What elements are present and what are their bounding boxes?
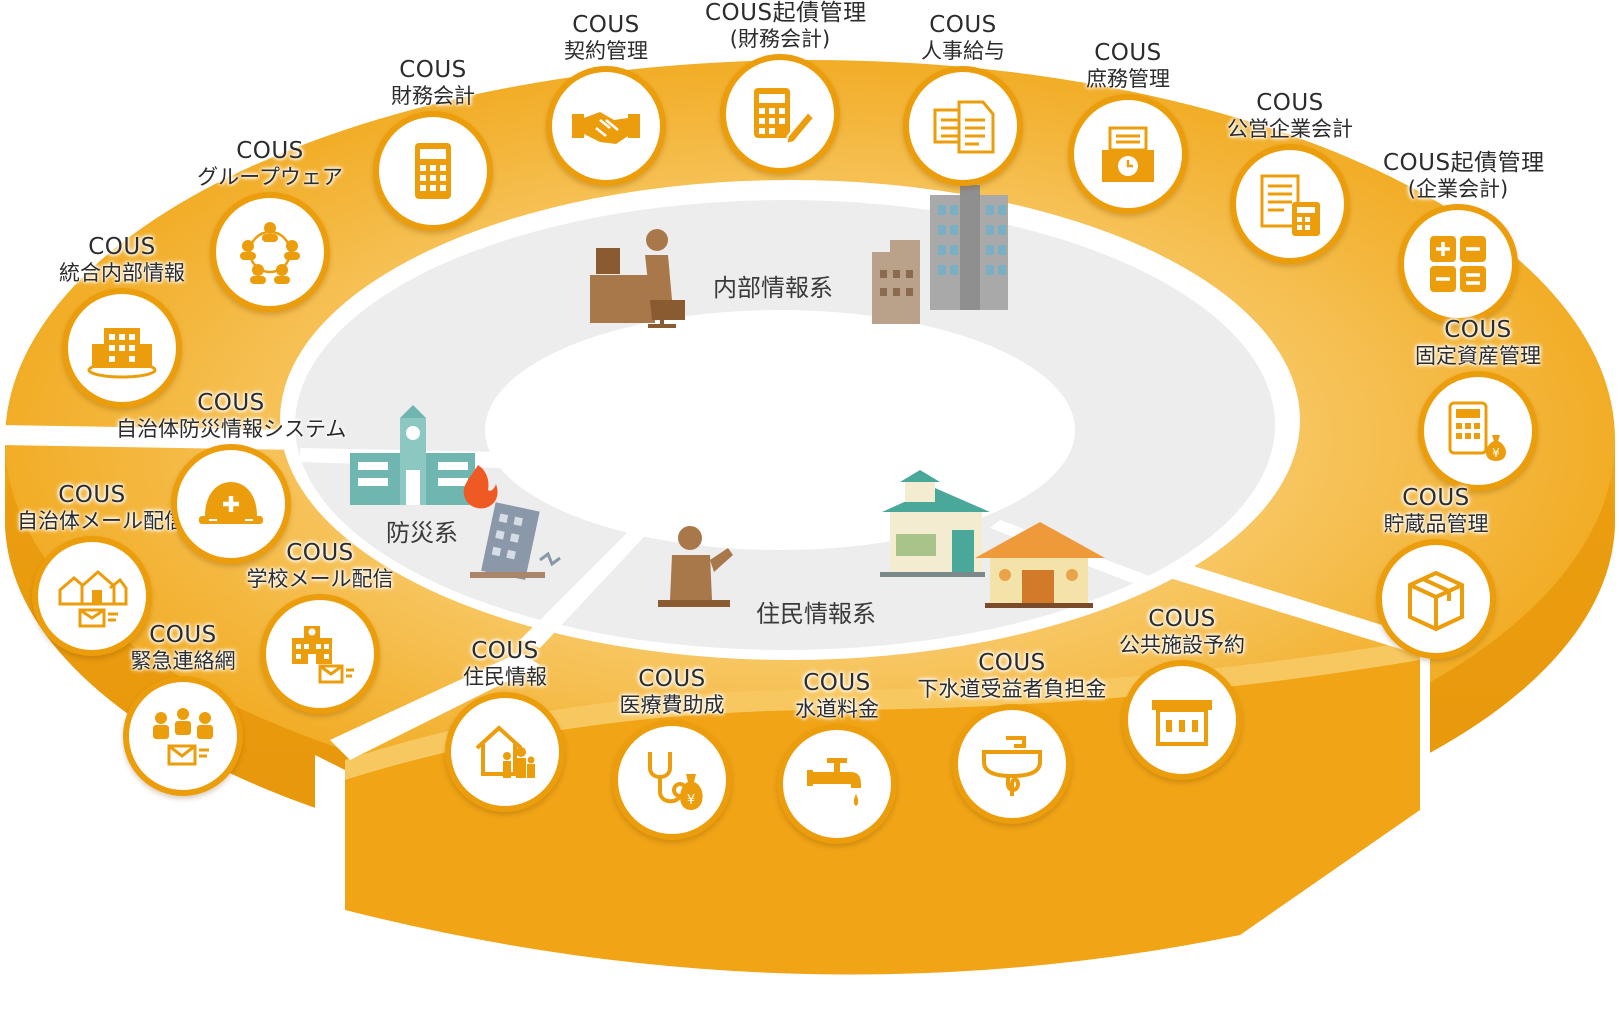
family-house-icon xyxy=(445,692,565,812)
sink-icon xyxy=(952,704,1072,824)
clerk-icon xyxy=(658,526,733,607)
module-subtitle: 人事給与 xyxy=(921,39,1005,63)
module-subtitle: 庶務管理 xyxy=(1086,67,1170,91)
module-subtitle: 学校メール配信 xyxy=(246,567,394,591)
module-title: COUS xyxy=(638,666,706,692)
module-subtitle: 医療費助成 xyxy=(619,693,725,717)
documents-icon xyxy=(903,66,1023,186)
module-title: COUS xyxy=(58,482,126,508)
module-title: COUS xyxy=(1148,606,1216,632)
separator-left xyxy=(0,425,300,450)
category-internal-label: 内部情報系 xyxy=(713,274,833,302)
module-title: COUS xyxy=(929,12,997,38)
collapsed-building-icon xyxy=(481,502,540,581)
module-title: COUS xyxy=(286,540,354,566)
module-subtitle: 住民情報 xyxy=(463,665,547,689)
box-icon xyxy=(1376,539,1496,659)
module-title: COUS xyxy=(88,234,156,260)
svg-text:¥: ¥ xyxy=(1492,446,1500,460)
module-subtitle: 下水道受益者負担金 xyxy=(917,677,1107,701)
module-subtitle: (財務会計) xyxy=(729,27,831,51)
module-bond-enterprise[interactable]: COUS起債管理(企業会計) xyxy=(1383,150,1545,324)
module-title: COUS xyxy=(399,57,467,83)
school-building-icon xyxy=(350,405,475,505)
houses-icon xyxy=(880,470,1105,608)
people-network-icon xyxy=(210,192,330,312)
building-icon xyxy=(62,288,182,408)
module-subtitle: 水道料金 xyxy=(795,697,879,721)
module-subtitle: 自治体メール配信 xyxy=(17,509,185,533)
module-bond-financial[interactable]: COUS起債管理(財務会計) xyxy=(705,0,867,174)
math-symbols-icon xyxy=(1398,204,1518,324)
module-title: COUS xyxy=(1094,40,1162,66)
category-disaster-label: 防災系 xyxy=(386,519,458,547)
module-subtitle: 財務会計 xyxy=(391,84,475,108)
module-subtitle: 自治体防災情報システム xyxy=(116,417,347,441)
module-subtitle: 公営企業会計 xyxy=(1227,117,1353,141)
calculator-icon xyxy=(373,111,493,231)
module-title: COUS xyxy=(149,622,217,648)
office-buildings-icon xyxy=(872,185,1008,324)
ledger-calculator-icon xyxy=(1230,144,1350,264)
facility-icon xyxy=(1122,660,1242,780)
module-title: COUS xyxy=(471,638,539,664)
helmet-icon xyxy=(171,444,291,564)
module-title: COUS xyxy=(978,650,1046,676)
module-subtitle: (企業会計) xyxy=(1407,177,1509,201)
office-worker-icon xyxy=(590,229,685,328)
module-title: COUS xyxy=(1402,485,1470,511)
handshake-icon xyxy=(546,66,666,186)
module-title: COUS起債管理 xyxy=(705,0,867,26)
school-mail-icon xyxy=(260,594,380,714)
fire-icon xyxy=(463,465,498,509)
module-subtitle: 公共施設予約 xyxy=(1119,633,1245,657)
time-clock-icon xyxy=(1068,94,1188,214)
module-title: COUS xyxy=(1256,90,1324,116)
module-title: COUS xyxy=(236,138,304,164)
module-title: COUS起債管理 xyxy=(1383,150,1545,176)
module-subtitle: 緊急連絡網 xyxy=(130,649,236,673)
faucet-icon xyxy=(777,724,897,844)
module-subtitle: 固定資産管理 xyxy=(1415,344,1541,368)
module-subtitle: グループウェア xyxy=(197,165,343,189)
separator-bottom-left xyxy=(315,755,345,1029)
separator-right xyxy=(1160,565,1430,800)
module-title: COUS xyxy=(803,670,871,696)
module-subtitle: 契約管理 xyxy=(564,39,648,63)
module-title: COUS xyxy=(197,390,265,416)
calculator-yen-bag-icon: ¥ xyxy=(1418,371,1538,491)
svg-text:¥: ¥ xyxy=(687,793,695,808)
category-resident-label: 住民情報系 xyxy=(756,600,876,628)
module-subtitle: 統合内部情報 xyxy=(59,261,185,285)
contacts-mail-icon xyxy=(123,676,243,796)
module-title: COUS xyxy=(1444,317,1512,343)
calculator-pen-icon xyxy=(720,54,840,174)
module-subtitle: 貯蔵品管理 xyxy=(1383,512,1489,536)
houses-mail-icon xyxy=(32,536,152,656)
stethoscope-yen-icon: ¥ xyxy=(612,720,732,840)
center-hole xyxy=(485,310,1075,550)
module-title: COUS xyxy=(572,12,640,38)
